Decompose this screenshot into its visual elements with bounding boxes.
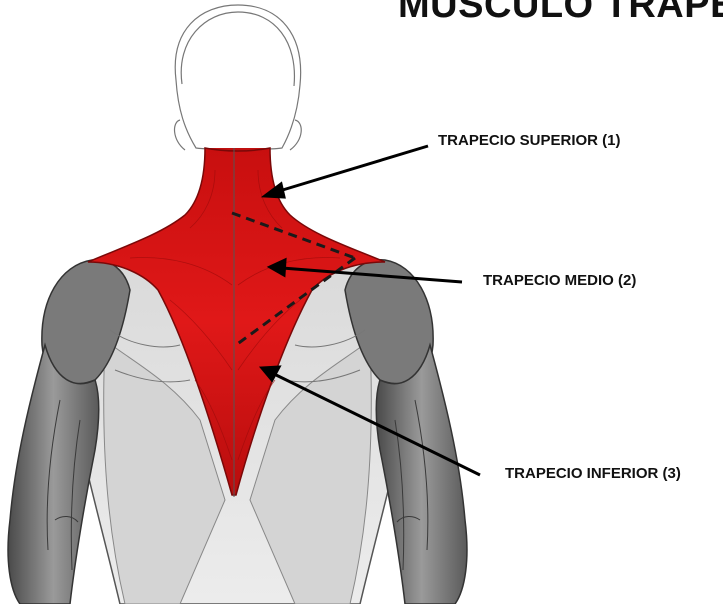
label-trapecio-inferior: TRAPECIO INFERIOR (3) xyxy=(505,465,681,482)
label-trapecio-medio: TRAPECIO MEDIO (2) xyxy=(483,272,636,289)
pointer-superior xyxy=(276,146,428,192)
page-title: MÚSCULO TRAPE xyxy=(398,0,723,27)
arm-right xyxy=(376,345,467,604)
arm-left xyxy=(8,345,99,604)
label-trapecio-superior: TRAPECIO SUPERIOR (1) xyxy=(438,132,621,149)
head-outline xyxy=(175,5,302,150)
